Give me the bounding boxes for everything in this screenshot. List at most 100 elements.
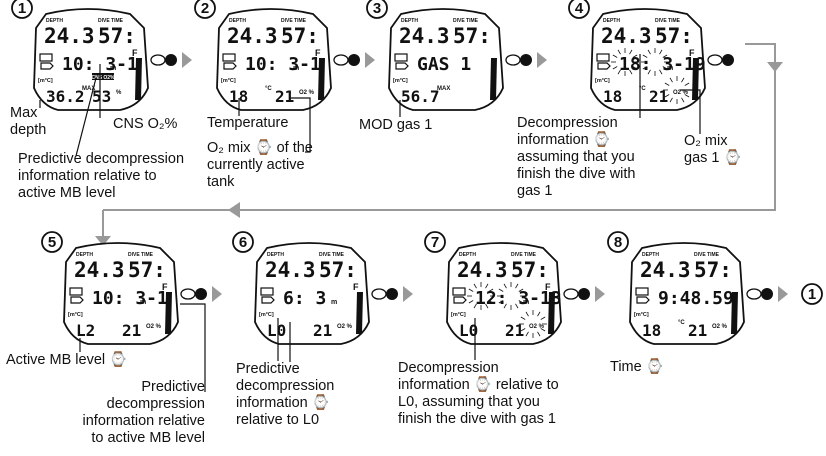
row3-left-unit: MAX: [82, 86, 95, 92]
main-row-value: 18: 3-19: [619, 54, 706, 75]
active-gas-arrow-icon: [597, 62, 611, 70]
row3-left-unit: °C: [678, 320, 685, 326]
svg-text:1: 1: [808, 286, 816, 303]
caption-predictive-6: Predictive decompression information ⌚ r…: [236, 361, 335, 428]
tank-icon: [39, 53, 53, 62]
tank-icon: [260, 287, 274, 296]
dive-time-label: DIVE TIME: [655, 18, 681, 24]
row3-right-unit: O2 %: [673, 90, 689, 96]
arrow-right-icon: [182, 52, 192, 68]
caption-active-mb: Active MB level ⌚: [6, 352, 128, 368]
caption-time: Time ⌚: [610, 359, 664, 375]
step-number-badge: [607, 231, 629, 253]
tank-icon: [394, 53, 408, 62]
screen-frame: [33, 8, 149, 111]
step-number: 2: [201, 0, 209, 17]
step-number-badge: [366, 0, 388, 19]
unit-label: [m°C]: [38, 78, 53, 84]
button-press-icon: [333, 54, 360, 66]
row3-left-value: 18: [642, 321, 661, 340]
row3-left-value: 56.7: [401, 87, 440, 106]
row3-right-value: 21: [688, 321, 707, 340]
tank-icon: [452, 287, 466, 296]
arrow-right-icon: [537, 52, 547, 68]
step-number: 4: [575, 0, 584, 17]
unit-m: m: [523, 299, 529, 306]
dive-time-label: DIVE TIME: [281, 18, 307, 24]
screen-frame: [629, 242, 745, 345]
ascent-indicator: F: [689, 48, 695, 58]
active-gas-arrow-icon: [395, 62, 409, 70]
bar-graph: [165, 292, 172, 334]
depth-label: DEPTH: [76, 252, 93, 258]
depth-label: DEPTH: [459, 252, 476, 258]
unit-label: [m°C]: [393, 78, 408, 84]
leader-line: [290, 97, 311, 153]
arrow-down-icon: [95, 236, 111, 246]
unit-label: [m°C]: [221, 78, 236, 84]
row3-right-value: 53: [92, 87, 111, 106]
row3-right-value: 21: [313, 321, 332, 340]
unit-m: m: [331, 299, 337, 306]
row3-right-value: 21: [505, 321, 524, 340]
active-gas-arrow-icon: [636, 296, 650, 304]
caption-mod-gas: MOD gas 1: [359, 117, 433, 133]
screen-frame: [388, 8, 504, 111]
row3-right-unit: O2 %: [299, 90, 315, 96]
depth-value: 24.3: [601, 24, 652, 48]
main-row-value: 12: 3-13: [475, 288, 562, 309]
row3-left-value: 36.2: [46, 87, 85, 106]
tank-icon: [635, 287, 649, 296]
step-number: 3: [373, 0, 381, 17]
active-gas-arrow-icon: [261, 296, 275, 304]
depth-label: DEPTH: [401, 18, 418, 24]
step-number: 7: [431, 234, 439, 251]
caption-o2mix: O₂ mix ⌚ of the currently active tank: [207, 140, 313, 190]
step-number: 6: [239, 234, 247, 251]
dive-time-value: 57:: [453, 24, 491, 48]
row3-right-unit: %: [116, 90, 122, 96]
row3-right-unit: O2 %: [146, 324, 162, 330]
active-gas-arrow-icon: [223, 62, 237, 70]
row3-right-unit: O2 %: [712, 324, 728, 330]
unit-label: [m°C]: [259, 312, 274, 318]
step-number-badge: [41, 231, 63, 253]
unit-label: [m°C]: [68, 312, 83, 318]
cns-badge-text: CNS O2%: [91, 75, 115, 81]
arrow-right-icon: [212, 286, 222, 302]
main-row-value: 10: 3-1: [92, 288, 168, 309]
main-row-value: 9:48.59: [658, 288, 734, 309]
row3-right-value: 21: [275, 87, 294, 106]
main-row-value: 6: 3: [283, 288, 326, 309]
dive-time-value: 57:: [655, 24, 693, 48]
tank-icon: [222, 53, 236, 62]
arrow-down-icon: [767, 62, 783, 72]
bar-graph: [692, 58, 699, 100]
step-number-badge: [568, 0, 590, 19]
unit-m: m: [140, 299, 146, 306]
depth-label: DEPTH: [642, 252, 659, 258]
row3-left-value: L0: [459, 321, 478, 340]
bar-graph: [548, 292, 555, 334]
active-gas-arrow-icon: [40, 62, 54, 70]
ascent-indicator: F: [545, 282, 551, 292]
depth-value: 24.3: [399, 24, 450, 48]
screen-frame: [590, 8, 706, 111]
tank-icon: [596, 53, 610, 62]
arrow-left-icon: [228, 202, 240, 218]
row3-right-unit: O2 %: [529, 324, 545, 330]
caption-o2mix-gas1: O₂ mix gas 1 ⌚: [684, 133, 742, 166]
flashing-marks: [467, 282, 547, 338]
step-number-badge: [11, 0, 33, 19]
dive-time-value: 57:: [511, 258, 549, 282]
button-press-icon: [707, 54, 734, 66]
depth-value: 24.3: [457, 258, 508, 282]
dive-time-value: 57:: [281, 24, 319, 48]
arrow-right-icon: [778, 286, 788, 302]
ascent-indicator: F: [353, 282, 359, 292]
dive-time-value: 57:: [98, 24, 136, 48]
caption-predictive-1: Predictive decompression information rel…: [18, 151, 185, 201]
